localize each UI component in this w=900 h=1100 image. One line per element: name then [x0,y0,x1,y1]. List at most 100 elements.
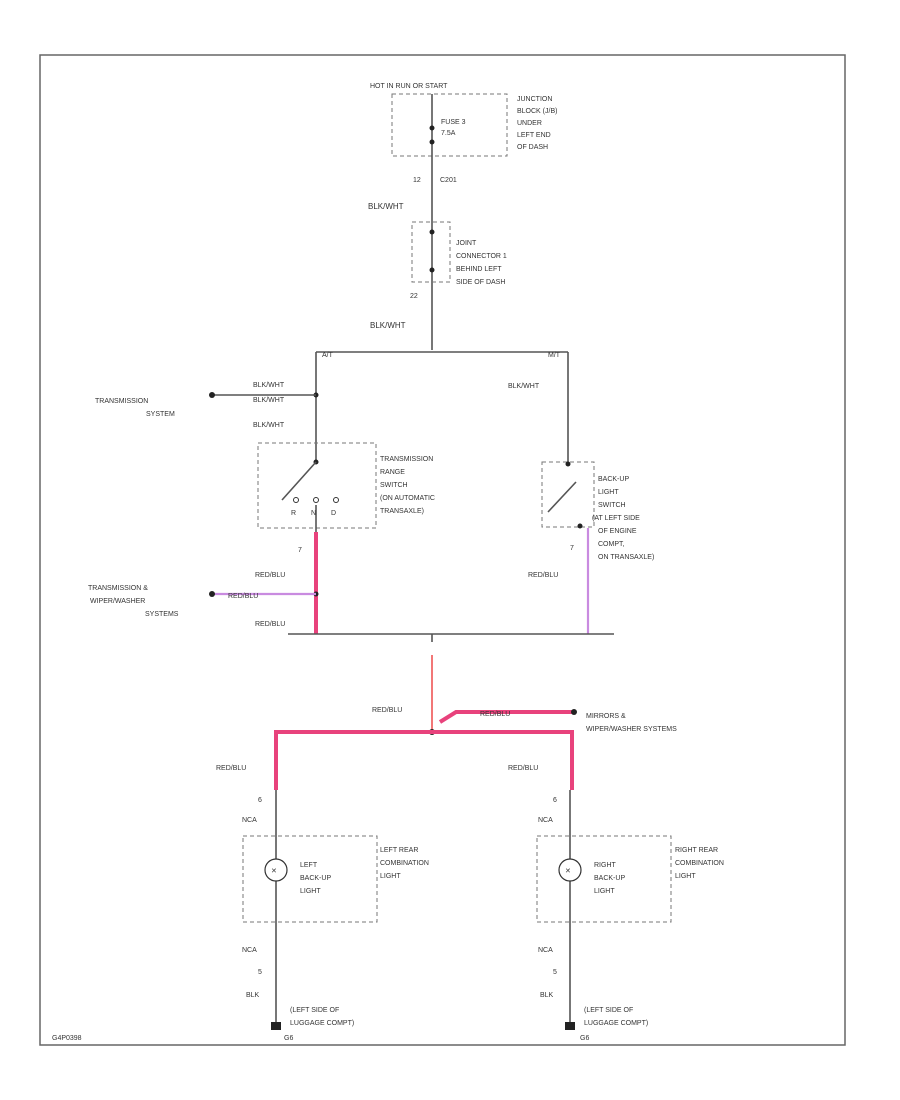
right-lamp-line: BACK-UP [594,875,625,882]
wire-color: NCA [538,817,553,824]
pin-number: 5 [553,969,557,976]
range-switch-line: RANGE [380,469,405,476]
wire-color: NCA [538,947,553,954]
lamp-bulb-icon [558,858,582,882]
arrow-right-icon [571,709,577,715]
connector-terminal-icon [429,267,435,273]
junction-block-line: JUNCTION [517,96,552,103]
mirrors-wiper-line: WIPER/WASHER SYSTEMS [586,726,677,733]
left-ground-line: LUGGAGE COMPT) [290,1020,354,1027]
right-assembly-line: RIGHT REAR [675,847,718,854]
backup-switch-line: LIGHT [598,489,619,496]
fuse-terminal-icon [429,125,435,131]
wire-color: RED/BLU [228,593,258,600]
arrow-left-icon [209,591,215,597]
left-lamp-line: LIGHT [300,888,321,895]
joint-connector-line: JOINT [456,240,477,247]
fuse-name: FUSE 3 [441,119,466,126]
left-lamp-line: LEFT [300,862,318,869]
wire-color: BLK/WHT [253,382,285,389]
backup-switch-line: COMPT, [598,541,625,548]
wire-color: RED/BLU [508,765,538,772]
range-switch-line: TRANSAXLE) [380,508,424,515]
wire-color: BLK/WHT [253,422,285,429]
switch-contact-n-icon [313,497,319,503]
backup-switch-line: (AT LEFT SIDE [592,515,640,522]
junction-block-line: BLOCK (J/B) [517,108,557,115]
wire-color: NCA [242,817,257,824]
junction-block-line: OF DASH [517,144,548,151]
backup-switch-line: SWITCH [598,502,626,509]
range-position: D [331,510,336,517]
trans-wiper-line: TRANSMISSION & [88,585,148,592]
pin-number: 5 [258,969,262,976]
junction-block-outline [391,93,508,157]
ground-icon [271,1022,281,1030]
left-assembly-line: COMBINATION [380,860,429,867]
joint-connector: JOINT CONNECTOR 1 BEHIND LEFT SIDE OF DA… [411,221,507,286]
pin-number: 7 [298,547,302,554]
lamp-bulb-icon: ✕ [565,868,571,875]
lamp-bulb-icon: ✕ [271,868,277,875]
right-rear-combination-light: 6 NCA ✕ RIGHT BACK-UP LIGHT RIGHT REAR C… [536,790,724,1042]
switch-contact-r-icon [293,497,299,503]
diagram-frame [39,54,846,1046]
range-position: N [311,510,316,517]
switch-contact-d-icon [333,497,339,503]
backup-switch-line: BACK-UP [598,476,629,483]
branch-label-at: A/T [322,352,334,359]
mirrors-wiper-line: MIRRORS & [586,713,626,720]
range-switch-line: (ON AUTOMATIC [380,495,435,502]
figure-id: G4P0398 [52,1035,82,1042]
connector-id: C201 [440,177,457,184]
right-lamp-outline [536,835,672,923]
wire-color: RED/BLU [372,707,402,714]
connector-terminal-icon [429,229,435,235]
range-switch-outline [257,442,377,529]
left-ground-line: (LEFT SIDE OF [290,1007,339,1014]
wire-color: BLK/WHT [370,321,406,330]
left-lamp-line: BACK-UP [300,875,331,882]
joint-connector-line: BEHIND LEFT [456,266,502,273]
mirrors-wiper-wire [438,710,572,724]
left-lamp-wire [274,730,432,790]
power-source-label: HOT IN RUN OR START [370,83,448,90]
backup-switch-outline [541,461,595,528]
ground-ref: G6 [284,1035,293,1042]
pin-number: 7 [570,545,574,552]
ground-ref: G6 [580,1035,589,1042]
wire-color: BLK/WHT [368,202,404,211]
switch-contact-icon [281,461,317,501]
branch-label-mt: M/T [548,352,561,359]
right-lamp-wire [432,730,574,790]
range-position: R [291,510,296,517]
arrow-left-icon [209,392,215,398]
lamp-bulb-icon [264,858,288,882]
wire-color: NCA [242,947,257,954]
fuse-terminal-icon [429,139,435,145]
wire-color: RED/BLU [255,621,285,628]
junction-block: HOT IN RUN OR START FUSE 3 7.5A JUNCTION… [370,83,557,350]
switch-contact-icon [547,481,577,513]
pin-number: 6 [553,797,557,804]
left-assembly-line: LIGHT [380,873,401,880]
right-assembly-line: LIGHT [675,873,696,880]
wire-color: RED/BLU [216,765,246,772]
trans-wiper-line: WIPER/WASHER [90,598,145,605]
transmission-range-switch: R N D TRANSMISSION RANGE SWITCH (ON AUTO… [257,442,435,529]
backup-light-switch: BACK-UP LIGHT SWITCH (AT LEFT SIDE OF EN… [541,461,654,561]
wire-color: BLK/WHT [508,383,540,390]
joint-connector-line: SIDE OF DASH [456,279,505,286]
right-lamp-line: LIGHT [594,888,615,895]
wire-color: RED/BLU [480,711,510,718]
transmission-system-line: SYSTEM [146,411,175,418]
right-lamp-line: RIGHT [594,862,617,869]
wire-color: RED/BLU [528,572,558,579]
pin-number: 22 [410,293,418,300]
junction-block-line: LEFT END [517,132,551,139]
left-assembly-line: LEFT REAR [380,847,418,854]
backup-switch-line: OF ENGINE [598,528,637,535]
switch-terminal-icon [577,523,583,529]
pin-number: 6 [258,797,262,804]
